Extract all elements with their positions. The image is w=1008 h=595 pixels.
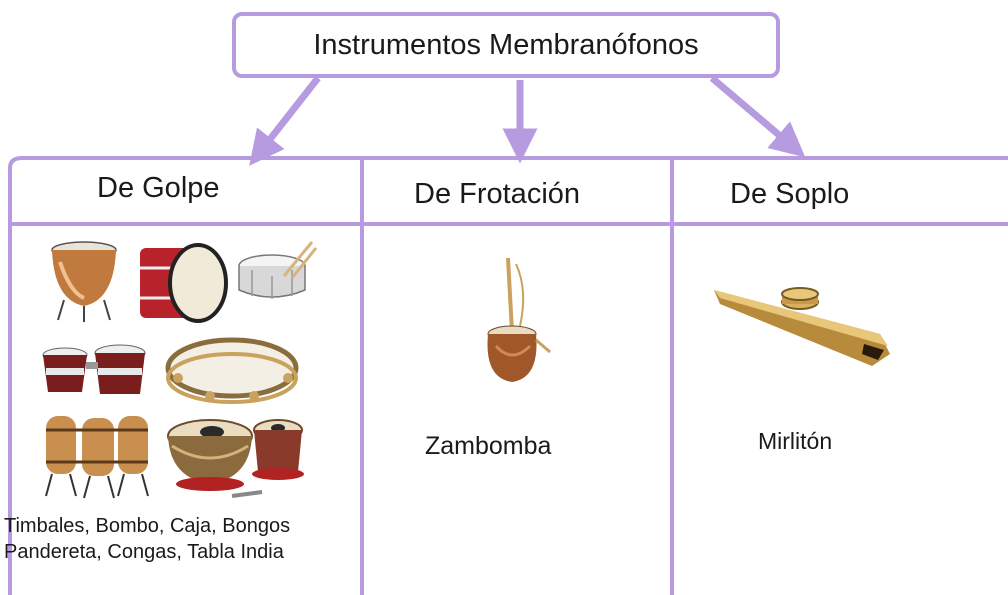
kazoo-icon: [714, 287, 890, 366]
column-title-de-soplo: De Soplo: [730, 178, 850, 210]
zambomba-label: Zambomba: [425, 432, 552, 460]
arrow-to-de-soplo: [709, 75, 806, 158]
column-title-de-frotacion: De Frotación: [414, 178, 581, 210]
congas-icon: [45, 416, 149, 499]
tambourine-icon: [165, 337, 299, 404]
mirliton-label: Mirlitón: [758, 428, 833, 454]
table-frame: [8, 156, 1008, 595]
bongos-icon: [42, 344, 146, 394]
column-title-de-golpe: De Golpe: [97, 172, 220, 204]
zambomba-icon: [487, 257, 551, 382]
tabla-icon: [167, 419, 304, 498]
bass-drum-icon: [140, 243, 228, 323]
snare-drum-icon: [238, 241, 318, 299]
golpe-caption-line-1: Timbales, Bombo, Caja, Bongos: [4, 515, 291, 537]
golpe-caption-line-2: Pandereta, Congas, Tabla India: [4, 541, 284, 563]
arrow-to-de-golpe: [249, 75, 321, 166]
timpani-icon: [51, 241, 117, 322]
diagram-title: Instrumentos Membranófonos: [232, 12, 780, 78]
